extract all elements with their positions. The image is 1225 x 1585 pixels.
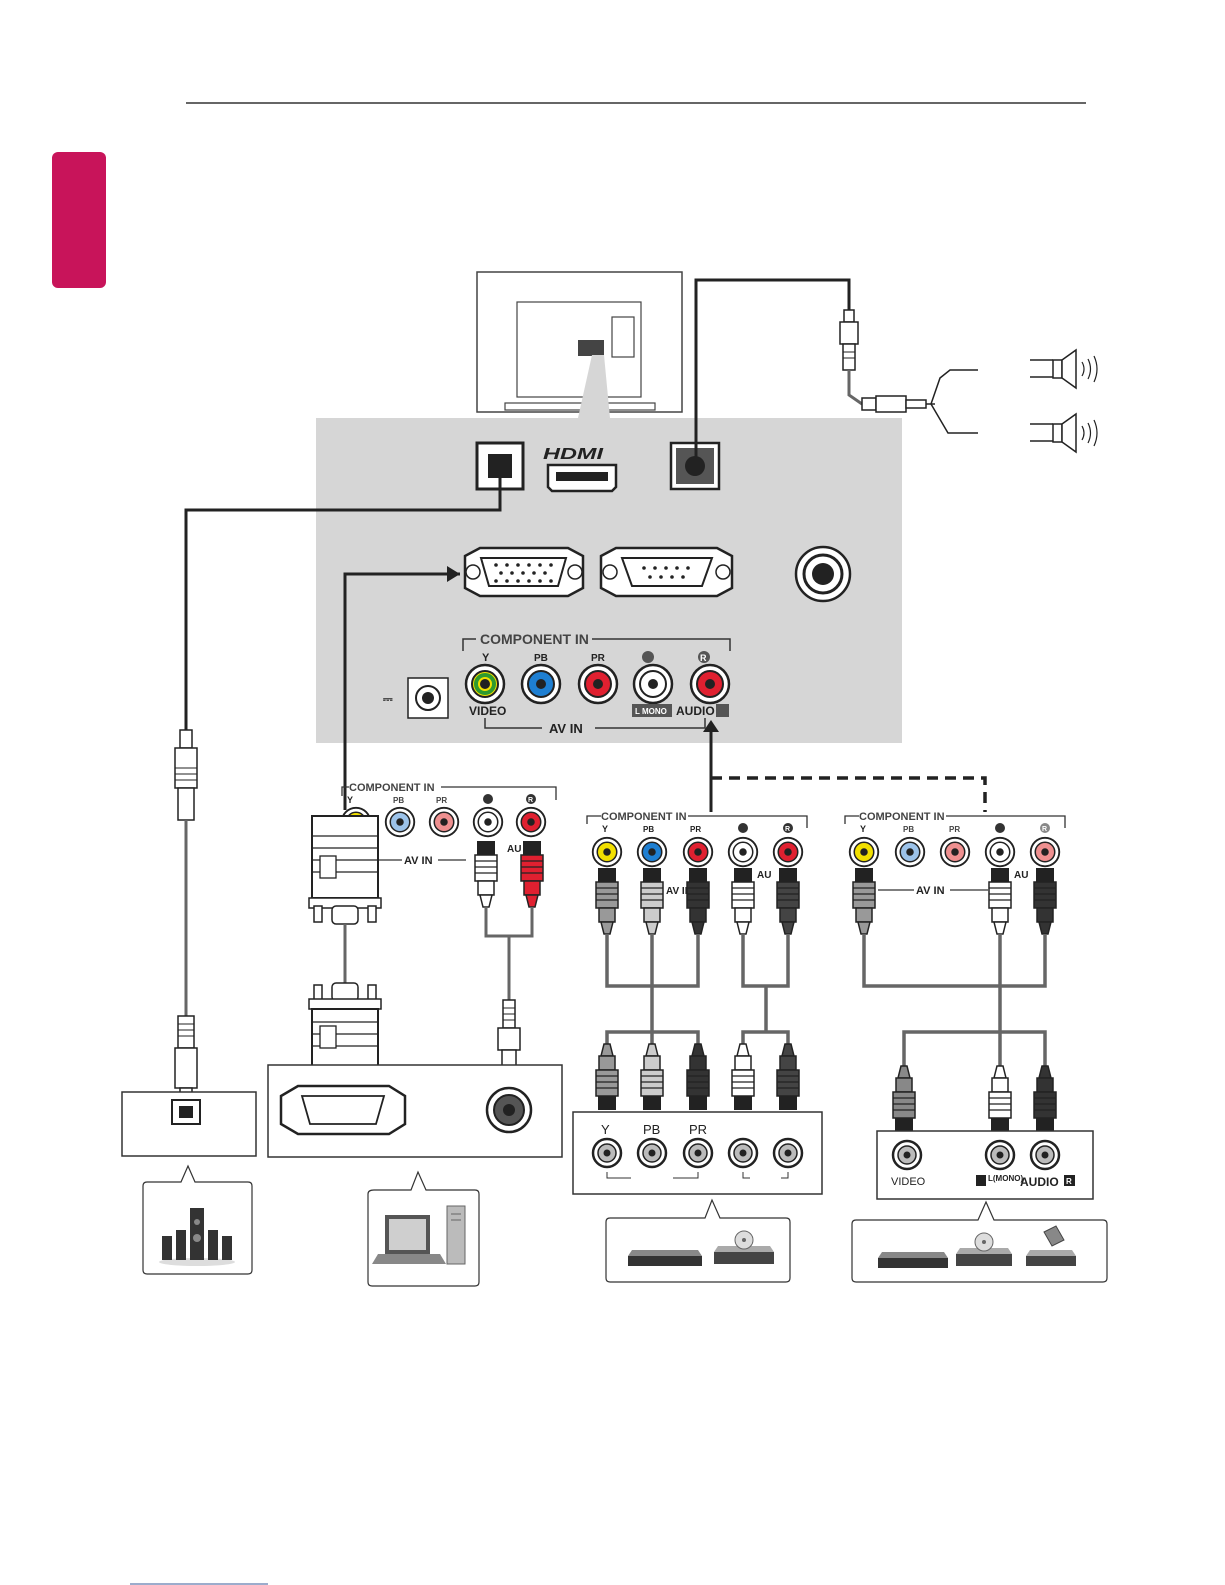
vga-plug-lower bbox=[309, 983, 381, 1071]
antenna-in-port[interactable] bbox=[796, 547, 850, 601]
dvd-player-icon bbox=[878, 1252, 948, 1268]
av-device-port-box: VIDEO L(MONO) AUDIO R bbox=[877, 1131, 1093, 1199]
panel-pb-jack[interactable] bbox=[522, 665, 560, 703]
av-r-mark-label: R bbox=[1042, 826, 1047, 833]
comp-l-mark bbox=[738, 823, 748, 833]
av-dev-audio-label: AUDIO bbox=[1020, 1175, 1059, 1189]
comp-y-label: Y bbox=[602, 824, 608, 834]
av-component-in-label: COMPONENT IN bbox=[859, 811, 945, 823]
pc-pb-label: PB bbox=[393, 796, 404, 805]
comp-pr-label: PR bbox=[690, 825, 701, 834]
language-tab bbox=[52, 152, 106, 288]
panel-audio-r-badge bbox=[716, 704, 729, 717]
panel-audio-l-jack[interactable] bbox=[634, 665, 672, 703]
av-device-callout bbox=[852, 1202, 1107, 1282]
audio-device-port-box bbox=[122, 1092, 256, 1156]
pc-audio-r-plug bbox=[521, 841, 543, 907]
panel-av-in-label: AV IN bbox=[549, 721, 583, 736]
panel-y-video-jack[interactable] bbox=[466, 665, 504, 703]
dev-pb-label: PB bbox=[643, 1122, 660, 1137]
pc-pr-jack bbox=[430, 808, 459, 837]
av-pb-label: PB bbox=[903, 825, 914, 834]
pc-r-mark-label: R bbox=[528, 797, 533, 804]
speaker-icon bbox=[1030, 350, 1097, 388]
comp-pb-label: PB bbox=[643, 825, 654, 834]
panel-audio-label: AUDIO bbox=[676, 704, 715, 718]
pc-y-label: Y bbox=[347, 795, 353, 805]
av-dev-lmono-label: L(MONO) bbox=[988, 1174, 1023, 1183]
av-pr-label: PR bbox=[949, 825, 960, 834]
pc-audio-l-plug bbox=[475, 841, 497, 907]
pc-audio-l-jack bbox=[474, 808, 503, 837]
panel-pr-jack[interactable] bbox=[579, 665, 617, 703]
panel-component-in-label: COMPONENT IN bbox=[480, 631, 589, 647]
pc-l-mark bbox=[483, 794, 493, 804]
component-device-callout bbox=[606, 1200, 790, 1282]
component-device-port-box: Y PB PR bbox=[573, 1112, 822, 1194]
dev-pr-label: PR bbox=[689, 1122, 707, 1137]
dvd-player-icon bbox=[628, 1250, 702, 1266]
pc-pb-jack bbox=[386, 808, 415, 837]
pc-callout bbox=[368, 1172, 479, 1286]
vga-plug-upper bbox=[309, 816, 381, 924]
av-av-in-label: AV IN bbox=[916, 885, 945, 897]
tv-rear-view bbox=[477, 272, 682, 418]
panel-audio-r-jack[interactable] bbox=[691, 665, 729, 703]
pc-component-in-label: COMPONENT IN bbox=[349, 782, 435, 794]
comp-component-in-label: COMPONENT IN bbox=[601, 811, 687, 823]
home-theater-callout bbox=[143, 1166, 252, 1274]
rgb-in-port[interactable] bbox=[465, 548, 583, 596]
panel-r-mark-label: R bbox=[700, 653, 707, 663]
pc-port-box bbox=[268, 1065, 562, 1157]
av-dev-r-label: R bbox=[1066, 1177, 1072, 1186]
pc-av-in-label: AV IN bbox=[404, 855, 433, 867]
pc-audio-r-jack bbox=[517, 808, 546, 837]
dc-symbol: ⎓ bbox=[383, 692, 393, 706]
hdmi-logo: HDMI bbox=[543, 446, 604, 463]
av-cable-group: COMPONENT IN Y PB PR R AV IN AU bbox=[845, 811, 1065, 897]
comp-r-mark-label: R bbox=[785, 826, 790, 833]
panel-video-label: VIDEO bbox=[469, 704, 506, 718]
pc-audio-label: AU bbox=[507, 844, 521, 855]
panel-pr-label: PR bbox=[591, 653, 606, 664]
comp-audio-label: AU bbox=[757, 870, 771, 881]
panel-l-mono-label: L MONO bbox=[635, 707, 667, 716]
speaker-icon bbox=[1030, 414, 1097, 452]
panel-y-label: Y bbox=[482, 652, 490, 664]
av-l-mark bbox=[995, 823, 1005, 833]
pc-pr-label: PR bbox=[436, 796, 447, 805]
rs232c-port[interactable] bbox=[601, 548, 732, 596]
panel-pb-label: PB bbox=[534, 653, 548, 664]
av-dev-l-badge bbox=[976, 1175, 986, 1186]
av-y-label: Y bbox=[860, 824, 866, 834]
av-audio-label: AU bbox=[1014, 870, 1028, 881]
av-dev-video-label: VIDEO bbox=[891, 1176, 926, 1188]
panel-l-mark bbox=[642, 651, 654, 663]
dev-y-label: Y bbox=[601, 1122, 610, 1137]
